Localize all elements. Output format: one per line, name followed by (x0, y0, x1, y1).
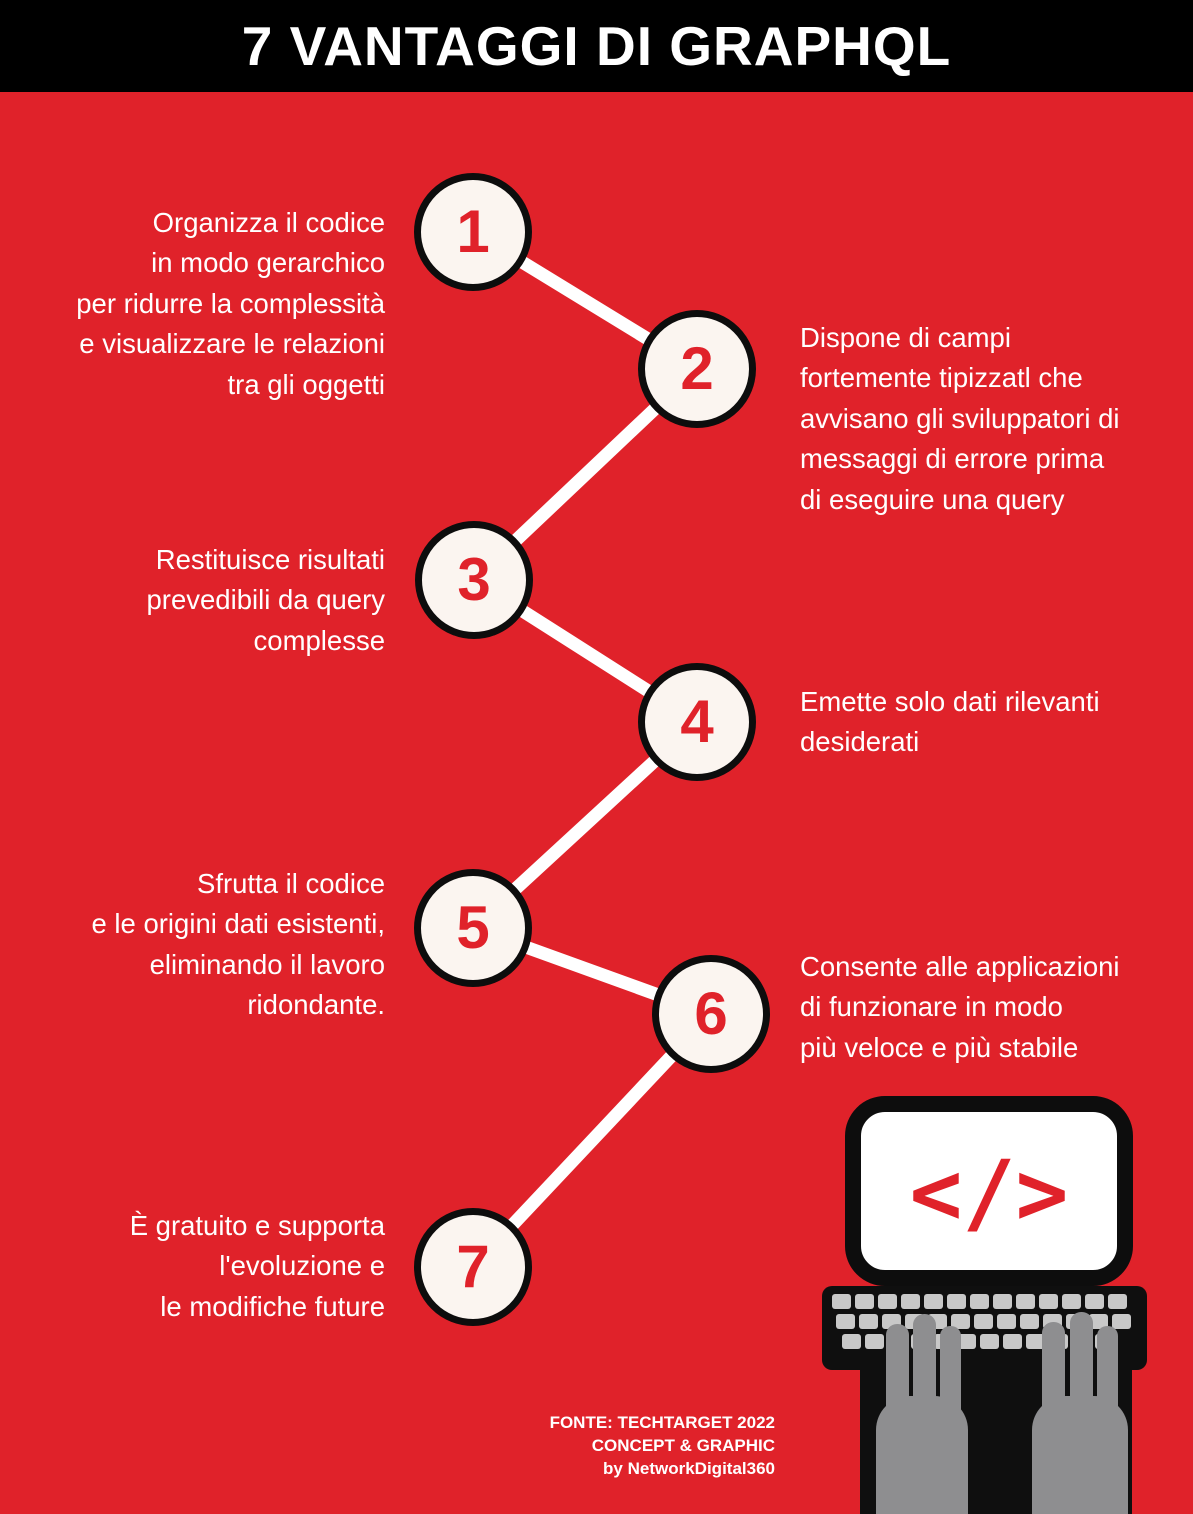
right-hand-icon (1032, 1312, 1128, 1514)
header-bar: 7 VANTAGGI DI GRAPHQL (0, 0, 1193, 92)
left-hand-icon (876, 1314, 968, 1514)
footer-source: FONTE: TECHTARGET 2022 (549, 1413, 775, 1432)
step-circle-2: 2 (638, 310, 756, 428)
step-circle-1: 1 (414, 173, 532, 291)
step-circle-5: 5 (414, 869, 532, 987)
monitor (845, 1096, 1133, 1286)
footer-credits: FONTE: TECHTARGET 2022 CONCEPT & GRAPHIC… (420, 1412, 775, 1481)
step-number-1: 1 (456, 198, 490, 265)
code-icon: </> (910, 1142, 1069, 1245)
computer-illustration: </> (822, 1096, 1147, 1514)
footer-author: by NetworkDigital360 (603, 1458, 775, 1478)
step-text-2: Dispone di campi fortemente tipizzatl ch… (800, 322, 1120, 515)
step-number-3: 3 (457, 546, 491, 613)
step-number-2: 2 (680, 335, 714, 402)
step-text-1: Organizza il codice in modo gerarchico p… (76, 207, 385, 400)
page-title: 7 VANTAGGI DI GRAPHQL (241, 15, 952, 77)
step-number-7: 7 (456, 1233, 490, 1300)
step-number-6: 6 (694, 980, 728, 1047)
step-text-4: Emette solo dati rilevanti desiderati (800, 686, 1100, 758)
step-number-5: 5 (456, 894, 490, 961)
footer-credit: CONCEPT & GRAPHIC (591, 1435, 775, 1455)
step-text-6: Consente alle applicazioni di funzionare… (800, 951, 1120, 1063)
step-text-3: Restituisce risultati prevedibili da que… (146, 544, 385, 656)
step-text-7: È gratuito e supporta l'evoluzione e le … (129, 1210, 385, 1322)
step-circle-6: 6 (652, 955, 770, 1073)
step-circle-3: 3 (415, 521, 533, 639)
step-number-4: 4 (680, 688, 714, 755)
step-text-5: Sfrutta il codice e le origini dati esis… (91, 868, 386, 1021)
step-circle-4: 4 (638, 663, 756, 781)
step-circle-7: 7 (414, 1208, 532, 1326)
